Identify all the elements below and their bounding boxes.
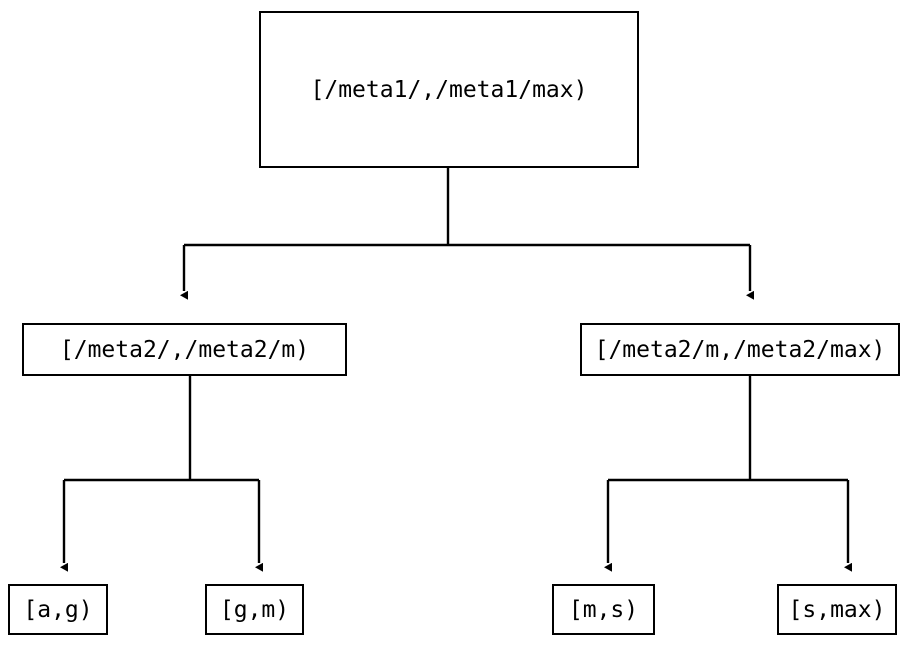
tree-node-leaf-1-label: [a,g) (23, 597, 93, 623)
tree-node-leaf-4[interactable]: [s,max) (777, 584, 897, 635)
tree-node-leaf-3[interactable]: [m,s) (552, 584, 655, 635)
edge-mid-right-to-leaves (604, 376, 852, 572)
tree-node-root[interactable]: [/meta1/,/meta1/max) (259, 11, 639, 168)
tree-node-leaf-1[interactable]: [a,g) (8, 584, 108, 635)
edge-root-to-middle-row (180, 168, 754, 300)
tree-node-mid-right-label: [/meta2/m,/meta2/max) (594, 337, 886, 363)
tree-node-root-label: [/meta1/,/meta1/max) (310, 77, 588, 103)
tree-node-mid-left[interactable]: [/meta2/,/meta2/m) (22, 323, 347, 376)
tree-node-mid-left-label: [/meta2/,/meta2/m) (59, 337, 310, 363)
tree-node-mid-right[interactable]: [/meta2/m,/meta2/max) (580, 323, 900, 376)
tree-node-leaf-3-label: [m,s) (568, 597, 639, 623)
tree-node-leaf-4-label: [s,max) (788, 597, 886, 623)
tree-node-leaf-2[interactable]: [g,m) (205, 584, 304, 635)
edge-mid-left-to-leaves (60, 376, 263, 572)
tree-node-leaf-2-label: [g,m) (219, 597, 290, 623)
